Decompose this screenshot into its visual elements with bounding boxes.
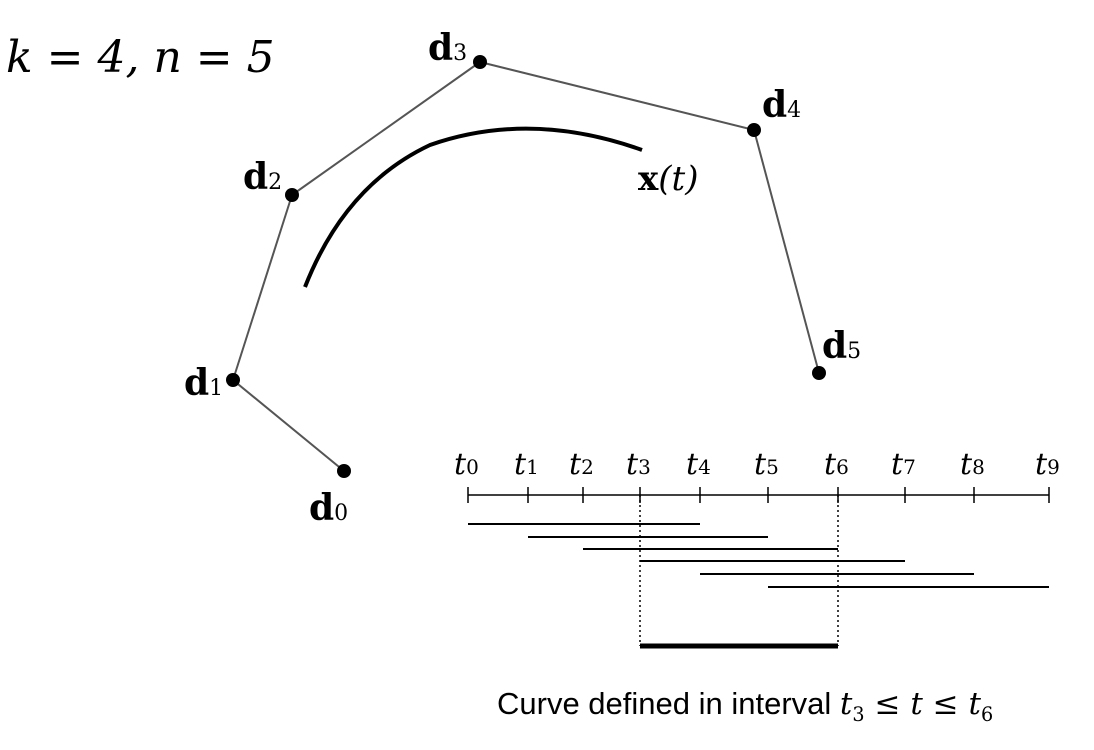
- caption-start-var: t: [839, 686, 853, 722]
- control-point-5: [812, 366, 826, 380]
- control-point-label-sub: 1: [209, 376, 223, 401]
- curve-label: x(t): [638, 159, 698, 199]
- curve-label-bold: x: [638, 159, 659, 199]
- knot-label-base: t: [686, 447, 699, 482]
- control-point-label-sub: 4: [787, 98, 801, 123]
- control-point-label-sub: 3: [453, 41, 467, 66]
- knot-label-4: t4: [686, 447, 711, 482]
- knot-label-9: t9: [1035, 447, 1060, 482]
- knot-label-base: t: [960, 447, 973, 482]
- control-point-3: [473, 55, 487, 69]
- control-point-2: [285, 188, 299, 202]
- control-point-label-base: d: [822, 325, 847, 367]
- knot-label-base: t: [454, 447, 467, 482]
- knot-label-sub: 5: [766, 455, 779, 479]
- polygon-edge: [291, 61, 481, 196]
- caption-end-var: t: [968, 686, 981, 722]
- knot-label-3: t3: [626, 447, 651, 482]
- polygon-edge: [753, 129, 820, 374]
- knot-label-sub: 3: [638, 455, 651, 479]
- control-point-label-base: d: [428, 27, 453, 69]
- control-point-label-base: d: [243, 156, 268, 198]
- polygon-edge: [479, 61, 755, 131]
- control-point-label-4: d4: [762, 84, 801, 126]
- knot-label-base: t: [754, 447, 767, 482]
- knot-label-sub: 7: [903, 455, 916, 479]
- control-point-label-base: d: [184, 362, 209, 404]
- control-point-label-5: d5: [822, 325, 861, 367]
- control-point-4: [747, 123, 761, 137]
- knot-label-2: t2: [569, 447, 594, 482]
- control-point-label-2: d2: [243, 156, 282, 198]
- caption-rel2: ≤: [932, 686, 959, 722]
- control-point-label-base: d: [309, 487, 334, 529]
- control-polygon: [232, 61, 820, 472]
- control-point-0: [337, 464, 351, 478]
- knot-label-sub: 1: [526, 455, 539, 479]
- knot-label-base: t: [1035, 447, 1048, 482]
- knot-label-1: t1: [514, 447, 539, 482]
- caption-end-sub: 6: [980, 703, 994, 727]
- control-point-label-base: d: [762, 84, 787, 126]
- knot-label-sub: 8: [972, 455, 985, 479]
- caption-rel1: ≤: [874, 686, 901, 722]
- caption-text: Curve defined in interval: [497, 686, 832, 721]
- knot-label-6: t6: [824, 447, 849, 482]
- curve-label-arg: (t): [658, 159, 698, 199]
- knot-label-sub: 2: [581, 455, 594, 479]
- caption: Curve defined in interval t3 ≤ t ≤ t6: [497, 686, 993, 726]
- control-point-label-sub: 0: [334, 501, 348, 526]
- control-point-label-0: d0: [309, 487, 348, 529]
- caption-inequality: t3 ≤ t ≤ t6: [839, 686, 993, 726]
- parameters-label: k = 4, n = 5: [6, 32, 275, 83]
- control-point-label-sub: 2: [268, 170, 282, 195]
- knot-label-5: t5: [754, 447, 779, 482]
- basis-supports: [468, 495, 1049, 649]
- knot-label-base: t: [626, 447, 639, 482]
- knot-label-sub: 9: [1047, 455, 1060, 479]
- knot-label-sub: 0: [466, 455, 479, 479]
- caption-start-sub: 3: [852, 703, 865, 727]
- knot-label-sub: 4: [698, 455, 711, 479]
- polygon-edge: [232, 194, 293, 381]
- control-point-label-3: d3: [428, 27, 467, 69]
- polygon-edge: [232, 379, 345, 472]
- control-point-label-1: d1: [184, 362, 223, 404]
- control-point-1: [226, 373, 240, 387]
- knot-label-base: t: [514, 447, 527, 482]
- knot-label-0: t0: [454, 447, 479, 482]
- knot-label-sub: 6: [836, 455, 849, 479]
- control-point-label-sub: 5: [847, 339, 861, 364]
- caption-mid-var: t: [910, 686, 923, 722]
- knot-label-base: t: [569, 447, 582, 482]
- knot-label-7: t7: [891, 447, 916, 482]
- spline-curve: [303, 126, 643, 288]
- knot-label-8: t8: [960, 447, 985, 482]
- knot-label-base: t: [891, 447, 904, 482]
- knot-label-base: t: [824, 447, 837, 482]
